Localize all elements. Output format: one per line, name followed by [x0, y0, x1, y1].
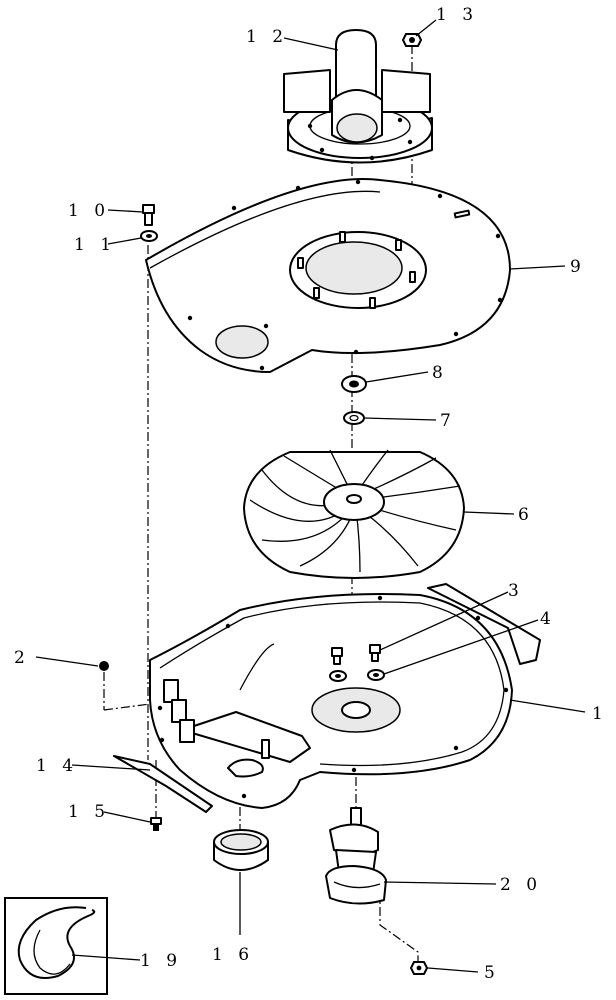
callout-16: 1 6: [212, 945, 254, 965]
spout-upper-tube: [335, 29, 377, 101]
callout-14: 1 4: [36, 756, 78, 776]
part-9-housing-cover: [145, 178, 511, 373]
part-5-nut: [410, 961, 428, 975]
nut-axis-2b: [103, 703, 151, 711]
part-13-nut: [402, 33, 422, 47]
part-2-nut: [99, 661, 109, 671]
part-3-bolt: [331, 644, 381, 665]
part-1-main-housing: [149, 583, 541, 809]
wire-loop: [17, 906, 96, 979]
callout-11: 1 1: [74, 235, 116, 255]
part-11-washer: [140, 230, 158, 242]
housing-mount-bracket: [427, 583, 541, 665]
callout-13: 1 3: [436, 5, 478, 25]
axis-5: [379, 890, 419, 965]
callout-9: 9: [570, 257, 586, 277]
part-20-drive-motor: [325, 807, 387, 905]
part-14-deflector: [113, 755, 213, 813]
callout-6: 6: [518, 505, 534, 525]
callout-labels: 1 2 1 3 1 0 1 1 9 8 7 6 3 4 1 2 1 4 1 5 …: [14, 5, 608, 983]
callout-19: 1 9: [140, 951, 182, 971]
callout-3: 3: [508, 581, 524, 601]
callout-2: 2: [14, 648, 30, 668]
part-16-bushing: [213, 829, 269, 871]
cover-edge: [149, 190, 381, 269]
housing-chute: [181, 711, 311, 763]
callout-5: 5: [484, 963, 500, 983]
part-7-washer: [343, 411, 365, 425]
callout-15: 1 5: [68, 802, 110, 822]
inset-frame: [4, 897, 108, 995]
part-12-outlet-spout: [283, 29, 433, 164]
spout-opening: [336, 113, 378, 143]
callout-20: 2 0: [500, 875, 542, 895]
part-19-inset: [4, 897, 108, 995]
callout-12: 1 2: [246, 27, 288, 47]
callout-7: 7: [440, 411, 456, 431]
part-6-fan-impeller: [243, 449, 465, 579]
spout-right-wing: [381, 69, 431, 113]
cover-side-hole: [215, 325, 269, 359]
cover-inlet: [305, 241, 403, 295]
part-10-bolt: [142, 204, 155, 226]
part-4-washer: [329, 669, 385, 682]
part-8-nut: [341, 375, 367, 393]
leader-lines: [35, 19, 586, 973]
part-15-bolt: [150, 817, 162, 831]
callout-4: 4: [540, 609, 556, 629]
callout-1: 1: [592, 704, 608, 724]
callout-10: 1 0: [68, 201, 110, 221]
spout-left-wing: [283, 69, 331, 113]
callout-8: 8: [432, 363, 448, 383]
